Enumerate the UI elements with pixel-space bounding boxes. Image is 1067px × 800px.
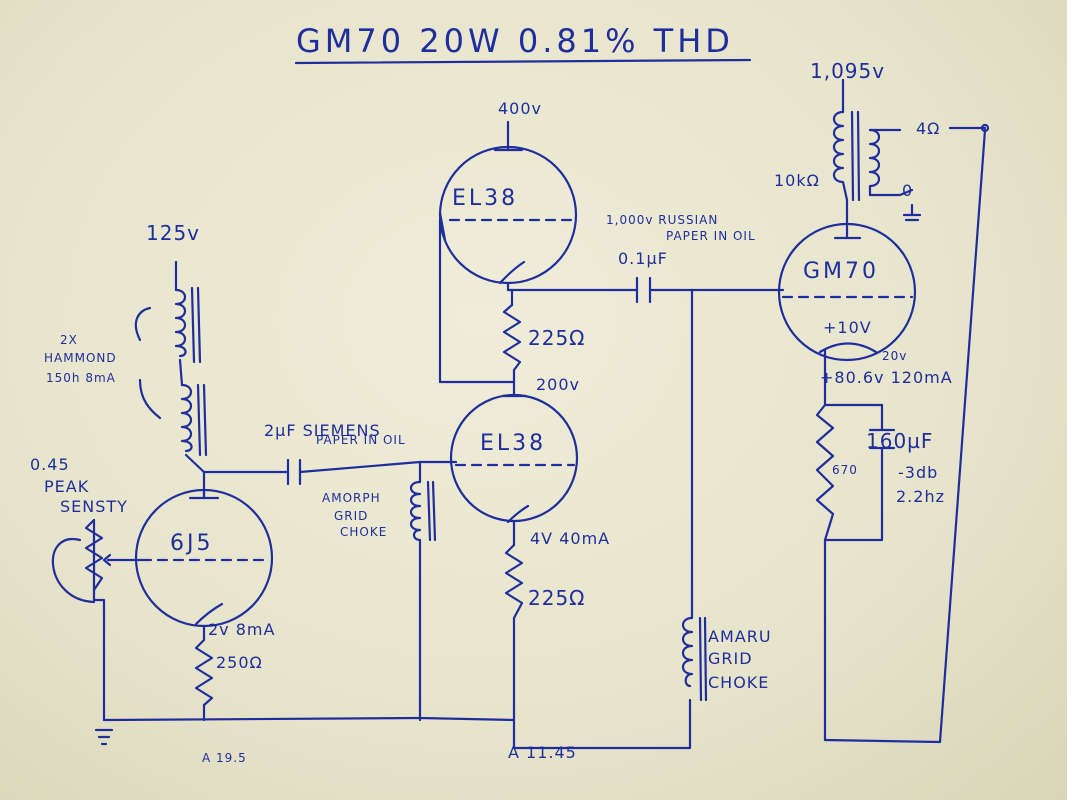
sensitivity-label-1: PEAK: [44, 477, 89, 496]
right-choke-label-2: GRID: [708, 649, 753, 668]
coupling-cap-type: PAPER IN OIL: [666, 229, 756, 243]
left-choke-label-2: GRID: [334, 509, 368, 523]
upper-resistor-value: 225Ω: [528, 326, 585, 350]
output-transformer: [832, 110, 881, 202]
lower-el38-bias: 4V 40mA: [530, 529, 610, 548]
lower-el38-label: EL38: [480, 431, 546, 456]
title-underline: [294, 58, 752, 65]
gm70-label: GM70: [803, 259, 879, 284]
gm70-cathode-cap-value: 160µF: [866, 429, 933, 453]
driver-current-label: A 19.5: [202, 751, 247, 765]
primary-resistance: 10kΩ: [774, 171, 820, 190]
speaker-zero-label: 0: [902, 181, 913, 200]
interstage-cap-rating: 2µF SIEMENS: [264, 421, 381, 440]
sensitivity-potentiometer: [84, 518, 104, 592]
gm70-grid-bias: +10V: [823, 318, 872, 337]
hammond-label-2: HAMMOND: [44, 351, 117, 365]
lower-cathode-resistor: [504, 543, 524, 620]
hammond-label-3: 150h 8mA: [46, 371, 116, 385]
driver-cathode-operating-point: 2v 8mA: [208, 620, 275, 639]
coupling-cap-rating: 1,000v RUSSIAN: [606, 213, 718, 227]
upper-el38-label: EL38: [452, 186, 518, 211]
interstage-capacitor: [286, 458, 302, 486]
sensitivity-label-2: SENSTY: [60, 497, 128, 516]
gm70-filament-voltage: 20v: [882, 349, 907, 363]
gm70-cathode-resistor-value: 670: [832, 463, 858, 477]
mid-node-voltage: 200v: [536, 375, 580, 394]
lower-resistor-value: 225Ω: [528, 586, 585, 610]
driver-cathode-resistor: [194, 638, 214, 707]
el38-current-label: A 11.45: [508, 743, 577, 762]
choke-supply-voltage: 125v: [146, 221, 200, 245]
interstage-cap-type: PAPER IN OIL: [316, 433, 406, 447]
speaker-tap-label: 4Ω: [916, 119, 940, 138]
upper-el38-tube: EL38: [438, 130, 578, 292]
wiring: [51, 78, 990, 750]
left-choke-label-3: CHOKE: [340, 525, 387, 539]
gm70-cathode-operating-point: +80.6v 120mA: [820, 368, 953, 387]
right-grid-choke: [681, 616, 708, 702]
driver-cathode-resistor-value: 250Ω: [216, 653, 263, 672]
hammond-arrow-upper: [134, 306, 152, 342]
sensitivity-value: 0.45: [30, 455, 70, 474]
driver-6j5-label: 6J5: [170, 531, 213, 556]
rolloff-db: -3db: [898, 463, 938, 482]
left-grid-choke: [409, 480, 437, 542]
driver-6j5-tube: 6J5: [134, 488, 274, 628]
hammond-label-1: 2X: [60, 333, 78, 347]
lower-el38-tube: EL38: [449, 386, 579, 524]
hammond-choke-lower: [180, 383, 208, 457]
coupling-capacitor: [635, 276, 652, 304]
right-choke-label-1: AMARU: [708, 627, 772, 646]
el38-top-voltage: 400v: [498, 99, 542, 118]
cathode-capacitor: [868, 428, 896, 450]
hammond-choke-upper: [174, 286, 202, 364]
upper-plate-resistor: [502, 303, 522, 372]
gm70-cathode-resistor: [815, 403, 835, 542]
gm70-plate-voltage: 1,095v: [810, 59, 885, 83]
coupling-cap-value: 0.1µF: [618, 249, 668, 268]
diagram-title: GM70 20W 0.81% THD: [296, 22, 734, 60]
right-choke-label-3: CHOKE: [708, 673, 769, 692]
left-choke-label-1: AMORPH: [322, 491, 381, 505]
gm70-output-tube: GM70 +10V: [777, 222, 917, 362]
rolloff-frequency: 2.2hz: [896, 487, 945, 506]
hammond-arrow-lower: [138, 378, 162, 420]
